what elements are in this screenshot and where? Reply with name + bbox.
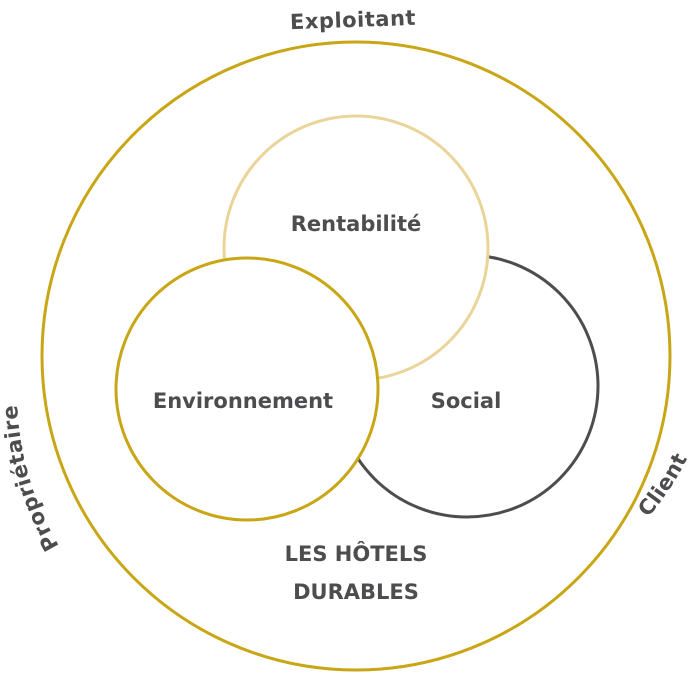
rentabilite-label: Rentabilité [291,212,421,236]
center-label-line1: LES HÔTELS [285,541,428,566]
center-label-line2: DURABLES [293,580,419,604]
environnement-circle [114,256,380,522]
exploitant-label: Exploitant [290,6,417,34]
proprietaire-label: Propriétaire [0,404,63,555]
outer-ring [40,40,672,672]
environnement-label: Environnement [153,389,333,413]
social-label: Social [431,389,502,413]
